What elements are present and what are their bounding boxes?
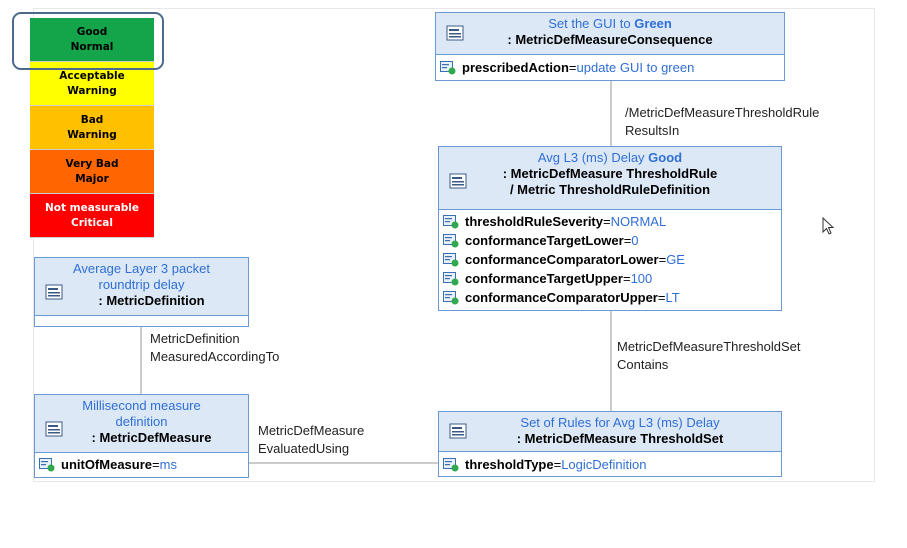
instance-icon (449, 423, 467, 439)
attribute-icon (443, 290, 459, 304)
consequence-name: Set the GUI to Green (548, 16, 672, 31)
attribute-icon (443, 271, 459, 285)
instance-icon (449, 173, 467, 189)
consequence-header: Set the GUI to Green : MetricDefMeasureC… (436, 13, 784, 55)
attr-conformance-comparator-lower[interactable]: conformanceComparatorLower = GE (443, 250, 781, 269)
threshold-rule-box[interactable]: Avg L3 (ms) Delay Good : MetricDefMeasur… (438, 146, 782, 311)
threshold-rule-name: Avg L3 (ms) Delay Good (537, 150, 683, 165)
attribute-icon (440, 60, 456, 74)
metric-definition-box[interactable]: Average Layer 3 packet roundtrip delay :… (34, 257, 249, 327)
threshold-rule-type: : MetricDefMeasure ThresholdRule (502, 166, 718, 181)
attr-threshold-rule-severity[interactable]: thresholdRuleSeverity = NORMAL (443, 212, 781, 231)
measure-box[interactable]: Millisecond measure definition : MetricD… (34, 394, 249, 478)
threshold-rule-type2: / Metric ThresholdRuleDefinition (509, 182, 711, 197)
metric-definition-type: : MetricDefinition (98, 293, 205, 308)
threshold-set-name: Set of Rules for Avg L3 (ms) Delay (520, 415, 720, 430)
consequence-type: : MetricDefMeasureConsequence (507, 32, 713, 47)
instance-icon (45, 421, 63, 437)
instance-icon (45, 284, 63, 300)
attr-conformance-target-lower[interactable]: conformanceTargetLower = 0 (443, 231, 781, 250)
attribute-icon (443, 252, 459, 266)
metric-definition-name: Average Layer 3 packet (72, 261, 211, 276)
threshold-set-header: Set of Rules for Avg L3 (ms) Delay : Met… (439, 412, 781, 452)
attr-conformance-target-upper[interactable]: conformanceTargetUpper = 100 (443, 269, 781, 288)
threshold-set-box[interactable]: Set of Rules for Avg L3 (ms) Delay : Met… (438, 411, 782, 477)
threshold-rule-header: Avg L3 (ms) Delay Good : MetricDefMeasur… (439, 147, 781, 210)
attr-prescribed-action[interactable]: prescribedAction = update GUI to green (440, 58, 784, 77)
measure-name: Millisecond measure (82, 398, 201, 413)
measure-type: : MetricDefMeasure (91, 430, 212, 445)
attribute-icon (39, 457, 55, 471)
attribute-icon (443, 233, 459, 247)
consequence-box[interactable]: Set the GUI to Green : MetricDefMeasureC… (435, 12, 785, 81)
metric-definition-header: Average Layer 3 packet roundtrip delay :… (35, 258, 248, 316)
threshold-set-type: : MetricDefMeasure ThresholdSet (516, 431, 724, 446)
attr-conformance-comparator-upper[interactable]: conformanceComparatorUpper = LT (443, 288, 781, 307)
attribute-icon (443, 214, 459, 228)
measure-name2: definition (115, 414, 168, 429)
attr-unit-of-measure[interactable]: unitOfMeasure = ms (39, 455, 248, 474)
instance-icon (446, 25, 464, 41)
attribute-icon (443, 457, 459, 471)
mouse-cursor-icon (822, 217, 835, 235)
attr-threshold-type[interactable]: thresholdType = LogicDefinition (443, 455, 781, 474)
metric-definition-name2: roundtrip delay (98, 277, 185, 292)
selection-frame (12, 12, 164, 70)
measure-header: Millisecond measure definition : MetricD… (35, 395, 248, 453)
